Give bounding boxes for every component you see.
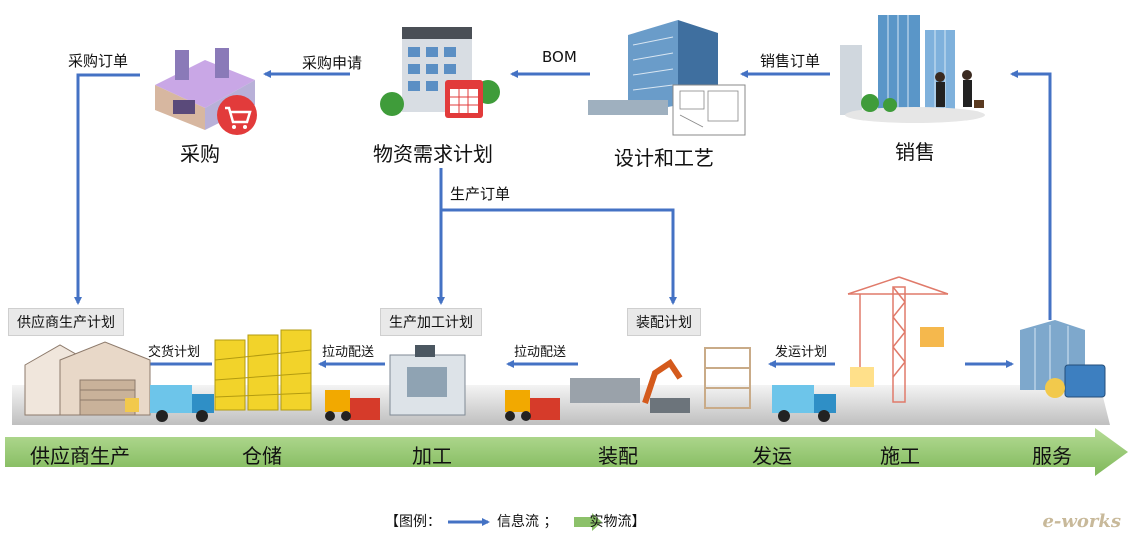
- service-center-icon: [1020, 320, 1106, 398]
- plan-production: 生产加工计划: [380, 308, 482, 336]
- delivery-truck-icon: [150, 385, 214, 422]
- supplier-factory-icon: [24, 341, 151, 416]
- label-pull-delivery-2: 拉动配送: [514, 345, 567, 360]
- material-flow-bar: [5, 428, 1128, 476]
- label-shipping-plan: 发运计划: [775, 345, 828, 360]
- label-bom: BOM: [542, 48, 577, 66]
- stage-construction: 施工: [880, 444, 920, 468]
- stage-supplier-production: 供应商生产: [30, 444, 130, 468]
- arrow-assembly-order: [441, 208, 677, 305]
- stage-shipping: 发运: [752, 444, 792, 468]
- shipping-truck-icon: [772, 385, 836, 422]
- label-production-order: 生产订单: [450, 185, 511, 203]
- legend-info-label: 信息流: [497, 514, 539, 530]
- cnc-machine-icon: [389, 345, 466, 416]
- purchase-building-icon: [155, 48, 257, 135]
- assembly-line-icon: [570, 347, 751, 413]
- stage-service: 服务: [1032, 444, 1072, 468]
- forklift-icon: [325, 390, 380, 421]
- arrow-purchase-order: [74, 73, 140, 305]
- label-purchase-request: 采购申请: [302, 54, 363, 72]
- label-purchase-order: 采购订单: [68, 52, 129, 70]
- node-purchase: 采购: [180, 142, 220, 166]
- sales-building-icon: [840, 15, 985, 123]
- legend: 【图例： 信息流 ； 实物流】: [385, 511, 645, 531]
- construction-crane-icon: [847, 276, 949, 403]
- label-delivery-plan: 交货计划: [148, 345, 201, 360]
- legend-material-label: 实物流】: [589, 514, 646, 530]
- legend-separator: ；: [543, 514, 558, 530]
- plan-assembly: 装配计划: [627, 308, 701, 336]
- stage-processing: 加工: [412, 444, 452, 468]
- label-pull-delivery-1: 拉动配送: [322, 345, 375, 360]
- plan-supplier: 供应商生产计划: [8, 308, 124, 336]
- eworks-watermark-logo: e-works: [1042, 511, 1121, 532]
- arrow-service-feedback: [1010, 70, 1052, 320]
- mrp-building-icon: [380, 27, 500, 118]
- node-design: 设计和工艺: [614, 146, 714, 170]
- label-sales-order: 销售订单: [760, 52, 821, 70]
- node-mrp: 物资需求计划: [373, 142, 493, 166]
- forklift-icon: [505, 390, 560, 421]
- design-building-icon: [588, 20, 746, 136]
- warehouse-icon: [214, 329, 312, 411]
- legend-open: 【图例：: [385, 514, 441, 530]
- legend-material-arrow: [574, 513, 602, 531]
- stage-assembly: 装配: [598, 444, 638, 468]
- stage-warehouse: 仓储: [242, 444, 282, 468]
- node-sales: 销售: [895, 140, 935, 164]
